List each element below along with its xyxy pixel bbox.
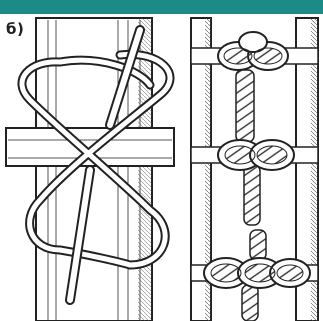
figure-eight-lashing-icon [6, 18, 174, 321]
rope-ladder-icon [191, 18, 318, 321]
